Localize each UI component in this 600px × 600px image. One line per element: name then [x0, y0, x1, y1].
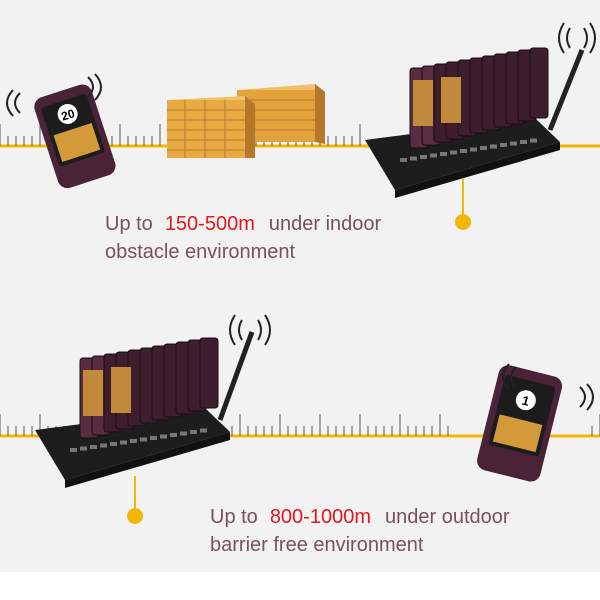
transmitter-base-icon — [365, 47, 585, 198]
pager-screen — [413, 80, 433, 126]
marker-dot — [127, 508, 143, 524]
caption-prefix: Up to — [105, 213, 153, 235]
base-key — [400, 158, 407, 162]
range-highlight: 150-500m — [164, 213, 255, 235]
base-key — [150, 436, 157, 440]
pager-screen — [111, 367, 131, 413]
base-key — [490, 144, 497, 149]
base-key — [500, 143, 507, 147]
base-key — [510, 141, 517, 146]
base-key — [440, 152, 447, 156]
pager-icon: 20 — [34, 84, 116, 188]
pager-number: 20 — [59, 106, 76, 124]
base-key — [410, 156, 417, 161]
transmitter-base-icon — [35, 331, 255, 488]
pager-unit — [529, 47, 549, 119]
signal-wave-icon — [87, 73, 102, 101]
marker-stem — [462, 178, 464, 218]
base-key — [120, 440, 127, 445]
base-key — [470, 147, 477, 152]
signal-wave-icon — [558, 22, 596, 54]
signal-wave-icon — [502, 363, 517, 391]
pager-icon: 1 — [477, 365, 563, 482]
pager-number: 1 — [520, 393, 531, 409]
base-key — [90, 445, 97, 449]
caption-suffix: under indoor — [268, 213, 382, 235]
base-key — [100, 443, 107, 448]
signal-wave-icon — [579, 383, 594, 411]
pager-screen — [441, 77, 461, 123]
base-key — [200, 428, 207, 433]
signal-wave-icon — [6, 89, 21, 117]
base-key — [110, 442, 117, 446]
pager-screen — [83, 370, 103, 416]
base-key — [170, 433, 177, 437]
base-key — [480, 146, 487, 150]
base-key — [160, 434, 167, 439]
range-highlight: 800-1000m — [269, 506, 371, 528]
base-key — [180, 431, 187, 436]
base-key — [420, 155, 427, 159]
base-key — [140, 437, 147, 442]
base-key — [190, 430, 197, 434]
signal-wave-icon — [229, 314, 271, 346]
base-key — [80, 446, 87, 451]
caption-prefix: Up to — [210, 506, 258, 528]
caption-outdoor: Up to 800-1000m under outdoor barrier free… — [210, 503, 510, 559]
marker-stem — [134, 476, 136, 514]
base-key — [70, 448, 77, 452]
bottom-band — [0, 572, 600, 600]
marker-dot — [455, 214, 471, 230]
pager-unit — [199, 337, 219, 409]
base-key — [530, 138, 537, 143]
base-key — [450, 150, 457, 155]
caption-suffix: under outdoor — [385, 506, 510, 528]
base-key — [430, 153, 437, 158]
caption-line2: obstacle environment — [105, 241, 296, 263]
brick-wall-icon — [167, 84, 325, 158]
base-key — [130, 439, 137, 443]
base-key — [520, 140, 527, 144]
caption-line2: barrier free environment — [210, 534, 424, 556]
base-key — [460, 149, 467, 153]
caption-indoor: Up to 150-500m under indoor obstacle envir… — [105, 210, 381, 266]
